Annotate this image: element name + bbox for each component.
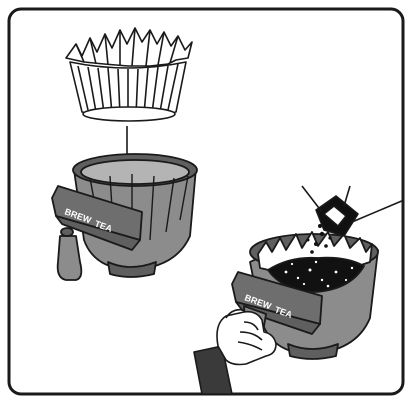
instruction-illustration: BREW TEA BREW TEA (0, 0, 412, 402)
